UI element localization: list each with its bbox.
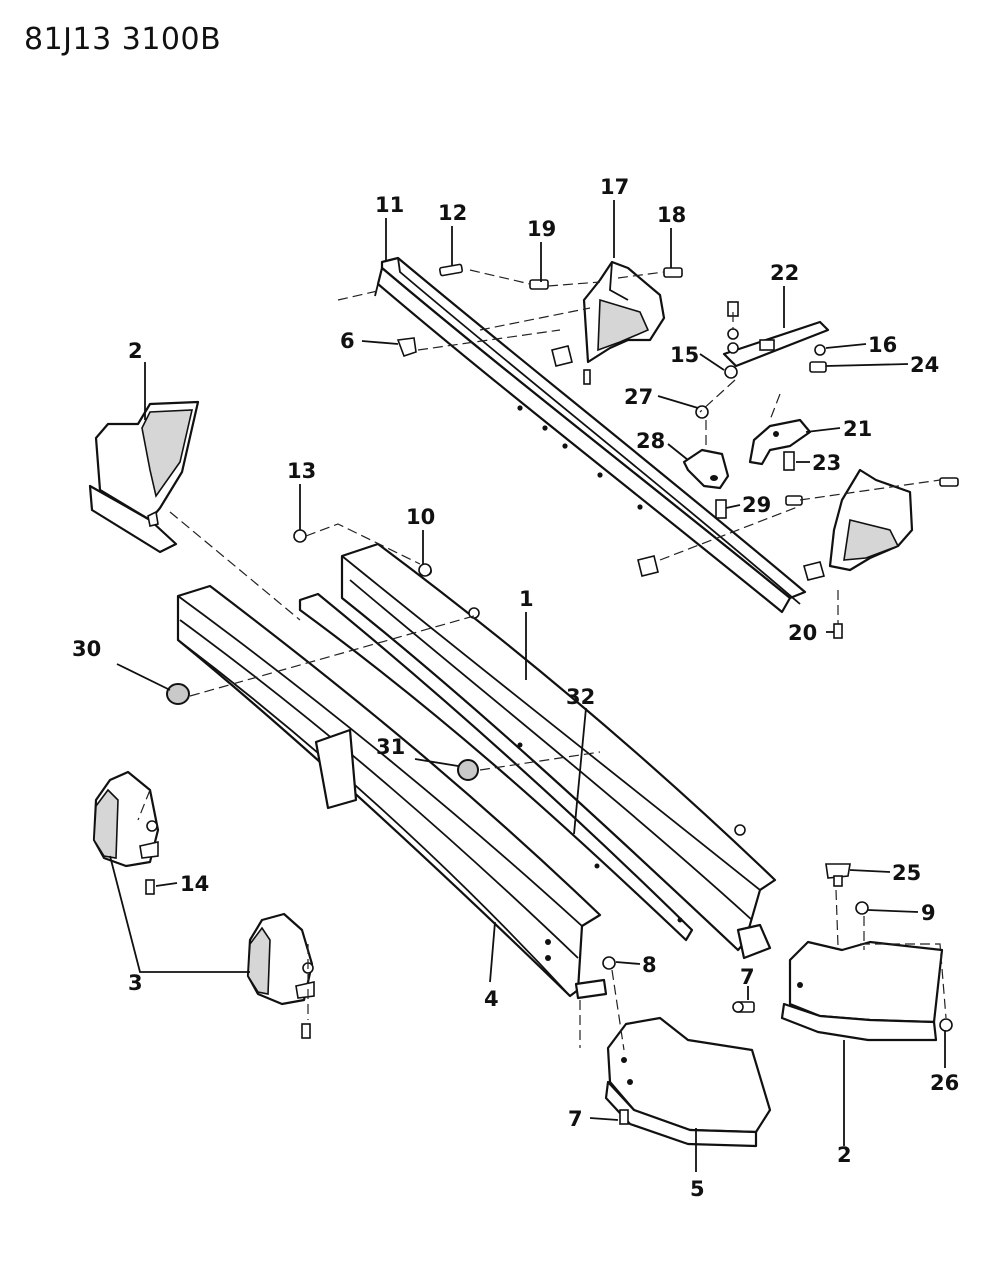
bolt-7-upper <box>732 1001 755 1013</box>
nut-8 <box>602 956 616 970</box>
reinforcement-bar-11 <box>374 256 807 614</box>
end-cap-2-right <box>780 940 944 1042</box>
callout-27: 27 <box>624 385 653 409</box>
callout-labels: 11 12 19 17 18 22 6 15 16 24 27 21 28 23… <box>72 175 959 1201</box>
callout-28: 28 <box>636 429 665 453</box>
callout-13: 13 <box>287 459 316 483</box>
callout-16: 16 <box>868 333 897 357</box>
callout-23: 23 <box>812 451 841 475</box>
diagram-code: 81J13 3100B <box>24 22 222 57</box>
bolt-26 <box>939 1018 953 1032</box>
cage-nut-right <box>803 561 825 581</box>
bumper-4 <box>176 584 608 1000</box>
nut-bumper-right <box>734 824 746 836</box>
cage-nut-bar <box>637 555 659 577</box>
nut-mid <box>468 607 480 619</box>
callout-22: 22 <box>770 261 799 285</box>
callout-24: 24 <box>910 353 939 377</box>
callout-4: 4 <box>484 987 499 1011</box>
callout-2-bottom: 2 <box>837 1143 852 1167</box>
callout-6: 6 <box>340 329 355 353</box>
callout-5: 5 <box>690 1177 705 1201</box>
cage-nut <box>551 345 591 385</box>
bumper-1 <box>340 542 777 960</box>
callout-32: 32 <box>566 685 595 709</box>
callout-14: 14 <box>180 872 209 896</box>
nut-6 <box>396 337 417 358</box>
callout-30: 30 <box>72 637 101 661</box>
strip-32 <box>298 592 694 942</box>
screw-20 <box>833 623 843 639</box>
nut-13 <box>293 529 307 543</box>
nut-15 <box>724 365 738 379</box>
bracket-right <box>828 468 914 572</box>
callout-31: 31 <box>376 735 405 759</box>
tow-hook-21 <box>748 418 812 466</box>
callout-25: 25 <box>892 861 921 885</box>
bolt-23 <box>783 451 795 471</box>
plug-31 <box>457 759 479 781</box>
nut-27 <box>695 405 709 419</box>
callout-2-top: 2 <box>128 339 143 363</box>
bracket-28 <box>682 448 730 490</box>
plate-nut-25 <box>825 863 851 887</box>
plug-30 <box>166 683 190 705</box>
callout-1: 1 <box>519 587 534 611</box>
nut-10 <box>418 563 432 577</box>
callout-17: 17 <box>600 175 629 199</box>
callout-8: 8 <box>642 953 657 977</box>
callout-18: 18 <box>657 203 686 227</box>
callout-15: 15 <box>670 343 699 367</box>
callout-3: 3 <box>128 971 143 995</box>
callout-12: 12 <box>438 201 467 225</box>
callout-19: 19 <box>527 217 556 241</box>
callout-10: 10 <box>406 505 435 529</box>
bolt-right-mid <box>785 495 803 506</box>
callout-29: 29 <box>742 493 771 517</box>
end-cap-5 <box>604 1016 772 1148</box>
callout-26: 26 <box>930 1071 959 1095</box>
bolt-18 <box>663 267 683 278</box>
plate-22 <box>722 301 830 368</box>
callout-7-lower: 7 <box>568 1107 583 1131</box>
bolt-9 <box>855 901 869 915</box>
guard-3-lower <box>246 912 315 1039</box>
callout-20: 20 <box>788 621 817 645</box>
callout-21: 21 <box>843 417 872 441</box>
bolt-right-top <box>939 477 959 487</box>
callout-7-upper: 7 <box>740 965 755 989</box>
assembly-lines <box>137 269 947 1051</box>
callout-9: 9 <box>921 901 936 925</box>
bolt-19 <box>529 279 549 290</box>
guard-3-upper <box>92 770 160 895</box>
bolt-29 <box>715 499 727 519</box>
leader-lines <box>109 200 946 1172</box>
bolt-24 <box>809 361 827 373</box>
washer-16 <box>814 344 826 356</box>
bolt-12 <box>438 263 464 277</box>
callout-11: 11 <box>375 193 404 217</box>
end-cap-2-left <box>88 400 200 554</box>
bracket-17 <box>582 260 666 364</box>
